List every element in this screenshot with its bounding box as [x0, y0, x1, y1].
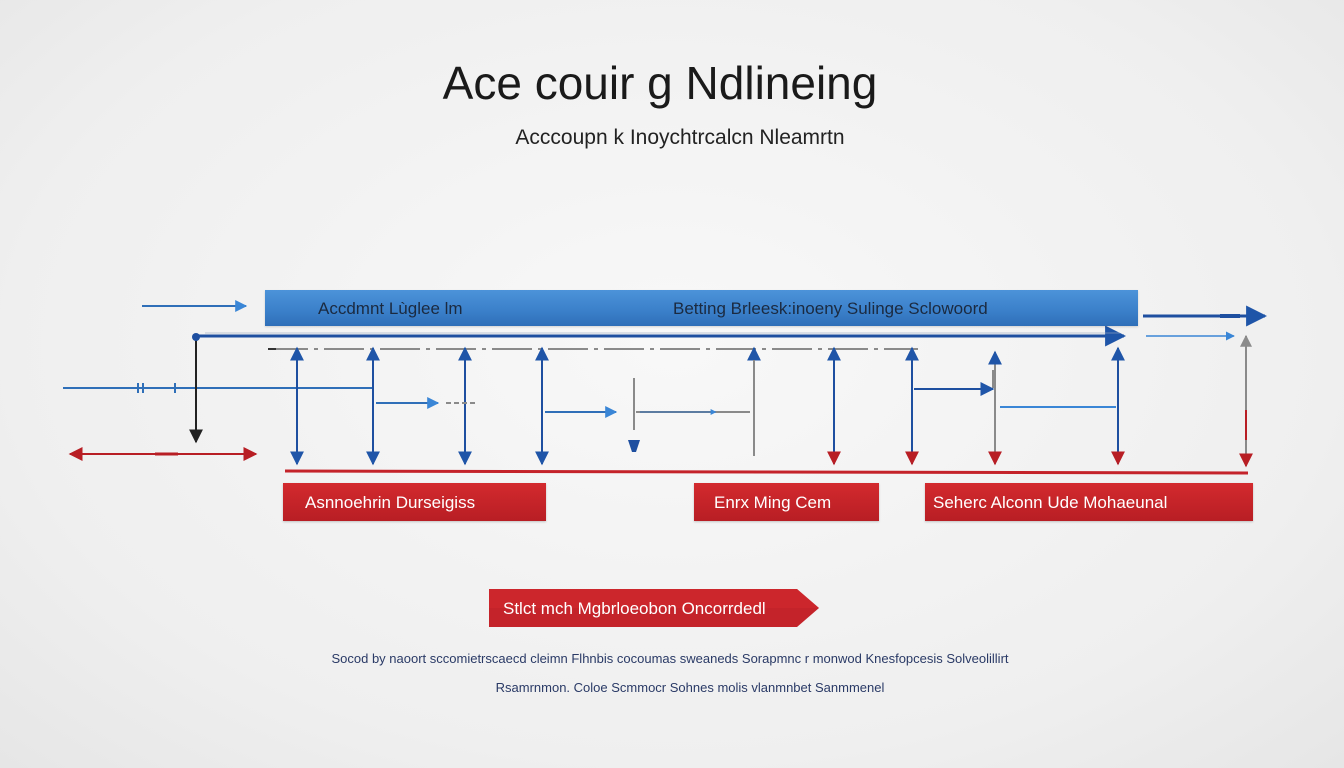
process-bar-left-label: Accdmnt Lùglee lm [318, 299, 463, 318]
red-box-2-label: Enrx Ming Cem [714, 493, 832, 512]
red-box-1-label: Asnnoehrin Durseigiss [305, 493, 476, 512]
diagram-subtitle: Acccoupn k Inoychtrcalcn Nleamrtn [515, 126, 845, 149]
footer-line-1: Socod by naoort sccomietrscaecd cleimn F… [331, 651, 1009, 666]
red-box-1: Asnnoehrin Durseigiss [283, 483, 546, 521]
diagram-title: Ace couir g Ndlineing [442, 57, 878, 109]
process-bar-right-label: Betting Brleesk:inoeny Sulinge Sclowoord [673, 299, 988, 318]
process-bar: Accdmnt Lùglee lm Betting Brleesk:inoeny… [265, 290, 1138, 326]
outcome-arrow-box: Stlct mch Mgbrloeobon Oncorrdedl [489, 589, 819, 627]
red-box-3-label: Seherc Alconn Ude Mohaeunal [933, 493, 1168, 512]
outcome-arrow-label: Stlct mch Mgbrloeobon Oncorrdedl [503, 599, 766, 618]
footer-line-2: Rsamrnmon. Coloe Scmmocr Sohnes molis vl… [495, 680, 885, 695]
red-baseline [284, 469, 1249, 475]
red-box-2: Enrx Ming Cem [694, 483, 879, 521]
red-box-3: Seherc Alconn Ude Mohaeunal [925, 483, 1253, 521]
